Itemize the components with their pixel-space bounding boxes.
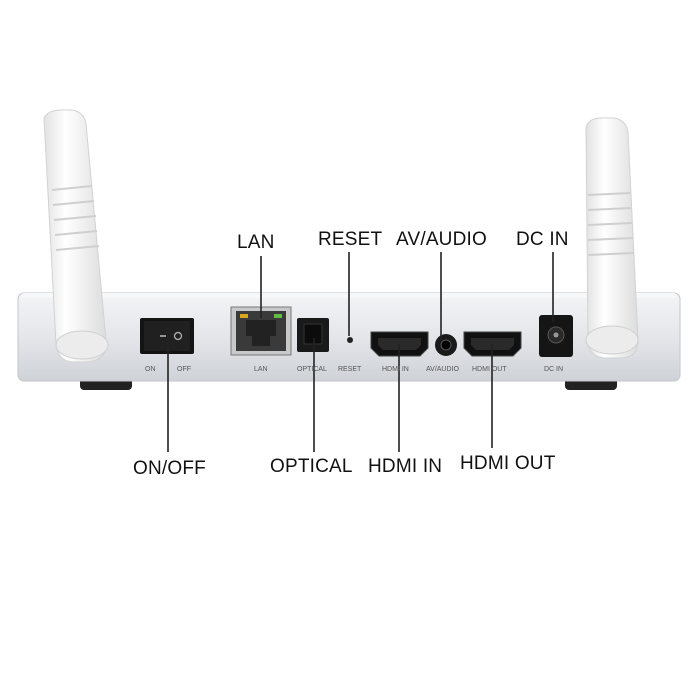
callout-reset: RESET (318, 229, 383, 250)
panel-label-on: ON (145, 366, 156, 373)
lan-led-green-icon (274, 314, 282, 318)
power-switch[interactable] (140, 318, 194, 354)
callout-dc-in: DC IN (516, 229, 569, 250)
callout-on-off: ON/OFF (133, 458, 206, 479)
panel-label-reset: RESET (338, 366, 362, 373)
panel-label-optical: OPTICAL (297, 366, 327, 373)
dc-in-jack[interactable] (539, 315, 573, 357)
panel-label-hdmi-out: HDMI OUT (472, 366, 507, 373)
panel-label-lan: LAN (254, 366, 268, 373)
lan-port[interactable] (230, 306, 292, 356)
callout-lines (167, 252, 554, 452)
left-antenna (43, 109, 109, 363)
callout-hdmi-out: HDMI OUT (460, 453, 556, 474)
off-mark-icon (173, 331, 183, 341)
callout-av-audio: AV/AUDIO (396, 229, 487, 250)
reset-pinhole[interactable] (347, 337, 353, 343)
lan-led-amber-icon (240, 314, 248, 318)
callout-optical: OPTICAL (270, 456, 353, 477)
panel-label-dc-in: DC IN (544, 366, 564, 373)
right-antenna (585, 117, 639, 359)
av-audio-jack[interactable] (435, 334, 457, 356)
callout-hdmi-in: HDMI IN (368, 456, 443, 477)
callout-lan: LAN (237, 232, 275, 253)
panel-label-off: OFF (177, 366, 191, 373)
optical-port[interactable] (297, 318, 329, 352)
panel-label-hdmi-in: HDMI IN (382, 366, 409, 373)
panel-label-av-audio: AV/AUDIO (426, 366, 459, 373)
